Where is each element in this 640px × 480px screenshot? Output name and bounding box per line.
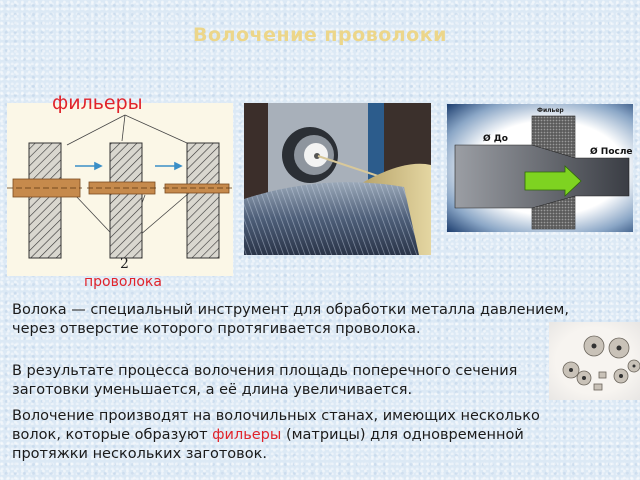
- die-cross-section-scheme: Фильер Ø До Ø После: [447, 104, 633, 232]
- scheme-before-label: Ø До: [483, 133, 508, 144]
- diagram-number: 2: [120, 256, 129, 272]
- paragraph-mills-end: (матрицы) для одновременной протяжки нес…: [12, 427, 524, 462]
- drawing-process-diagram: 2: [7, 103, 233, 276]
- paragraph-mills-start: Волочение производят на волочильных стан…: [12, 408, 540, 443]
- drawing-dies-photo: [549, 322, 640, 400]
- dies-label: фильеры: [52, 92, 143, 114]
- scheme-after-label: Ø После: [590, 146, 633, 157]
- paragraph-definition: Волока — специальный инструмент для обра…: [12, 302, 569, 337]
- paragraph-result: В результате процесса волочения площадь …: [12, 363, 518, 398]
- paragraph-mills: Волочение производят на волочильных стан…: [12, 407, 572, 464]
- wire-drawing-machine-photo: [244, 103, 431, 255]
- slide-title: Волочение проволоки: [193, 24, 447, 46]
- wire-label: проволока: [84, 274, 162, 290]
- scheme-die-label: Фильер: [537, 107, 564, 114]
- dies-highlight: фильеры: [212, 427, 282, 443]
